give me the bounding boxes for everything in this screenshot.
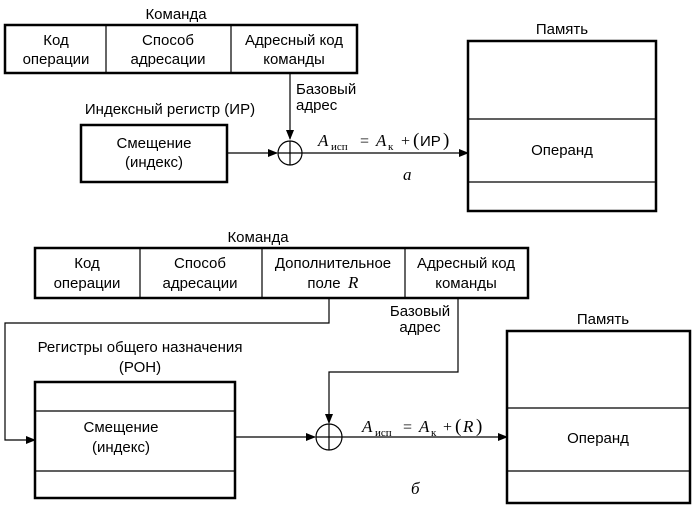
offset-a-line1: Смещение	[116, 135, 191, 152]
svg-text:A: A	[361, 417, 373, 436]
offset-a-line2: (индекс)	[125, 154, 183, 171]
svg-text:A: A	[375, 131, 387, 150]
gpr-title-line2: (РОН)	[119, 359, 161, 376]
field-opcode-line2: операции	[23, 51, 90, 68]
formula-a: A исп = A к + ( ИР )	[317, 130, 449, 153]
field-mode-line2: адресации	[131, 51, 206, 68]
registers-box-b	[33, 380, 237, 500]
command-title-b: Команда	[227, 229, 289, 246]
adder-a	[277, 140, 303, 166]
field-addr-b-line2: команды	[435, 275, 497, 292]
svg-text:ИР: ИР	[420, 133, 441, 150]
operand-b: Операнд	[567, 430, 629, 447]
svg-text:исп: исп	[331, 141, 348, 153]
svg-text:A: A	[317, 131, 329, 150]
base-addr-a-line1: Базовый	[296, 81, 356, 98]
svg-text:A: A	[418, 417, 430, 436]
offset-b-line1: Смещение	[83, 419, 158, 436]
memory-box-a	[466, 39, 658, 213]
label-b: б	[411, 479, 420, 498]
command-box-a	[3, 23, 359, 75]
field-opcode-b-line1: Код	[74, 255, 100, 272]
memory-box-b	[505, 329, 692, 505]
svg-text:): )	[476, 416, 482, 437]
field-addr-line2: команды	[263, 51, 325, 68]
svg-text:(: (	[413, 130, 419, 151]
field-addr-line1: Адресный код	[245, 32, 343, 49]
svg-text:исп: исп	[375, 427, 392, 439]
field-opcode-line1: Код	[43, 32, 69, 49]
diagram-a: Команда Код операции Способ адресации Ад…	[3, 6, 658, 213]
base-addr-a-line2: адрес	[296, 97, 338, 114]
field-addr-b-line1: Адресный код	[417, 255, 515, 272]
adder-b	[315, 423, 343, 451]
svg-text:=: =	[360, 133, 369, 150]
command-title-a: Команда	[145, 6, 207, 23]
diagram-b: Команда Код операции Способ адресации До…	[4, 229, 692, 505]
field-mode-b-line1: Способ	[174, 255, 226, 272]
operand-a: Операнд	[531, 142, 593, 159]
field-extra-b-line1: Дополнительное	[275, 255, 391, 272]
svg-text:): )	[443, 130, 449, 151]
formula-b: A исп = A к + ( R )	[361, 416, 482, 439]
svg-text:R: R	[462, 417, 474, 436]
memory-title-b: Память	[577, 311, 629, 328]
field-opcode-b-line2: операции	[54, 275, 121, 292]
memory-title-a: Память	[536, 21, 588, 38]
field-mode-line1: Способ	[142, 32, 194, 49]
svg-text:к: к	[388, 141, 394, 153]
gpr-title-line1: Регистры общего назначения	[38, 339, 243, 356]
svg-text:=: =	[403, 419, 412, 436]
svg-text:(: (	[455, 416, 461, 437]
label-a: а	[403, 165, 412, 184]
base-addr-b-line2: адрес	[399, 319, 441, 336]
svg-text:+: +	[443, 419, 452, 436]
command-box-b	[33, 246, 530, 300]
svg-text:+: +	[401, 133, 410, 150]
field-mode-b-line2: адресации	[163, 275, 238, 292]
base-addr-b-line1: Базовый	[390, 303, 450, 320]
index-register-title: Индексный регистр (ИР)	[85, 101, 255, 118]
field-extra-b-r: R	[347, 273, 359, 292]
svg-text:к: к	[431, 427, 437, 439]
offset-b-line2: (индекс)	[92, 439, 150, 456]
field-extra-b-line2: поле	[307, 275, 340, 292]
